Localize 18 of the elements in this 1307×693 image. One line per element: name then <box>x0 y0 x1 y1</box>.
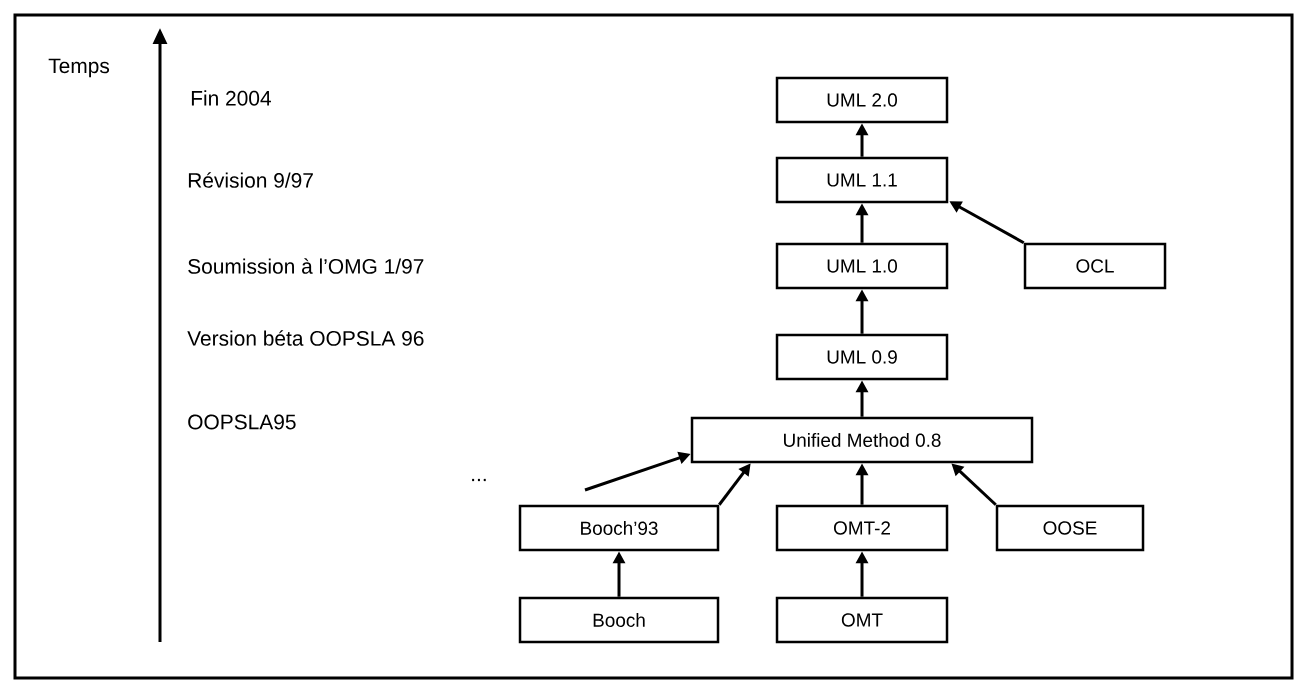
process-box: Unified Method 0.8 <box>690 416 1034 464</box>
process-box: OOSE <box>995 504 1145 552</box>
process-box: Booch’93 <box>518 504 720 552</box>
timeline-label: ... <box>472 478 486 482</box>
timeline-label: OOPSLA95 <box>188 414 296 430</box>
timeline-label: Version béta OOPSLA 96 <box>187 330 424 346</box>
process-box: OMT-2 <box>775 504 949 552</box>
timeline-label: Soumission à l’OMG 1/97 <box>188 258 424 274</box>
process-box: Booch <box>518 596 720 644</box>
timeline-label: Temps <box>48 58 110 78</box>
process-box: UML 0.9 <box>775 333 949 381</box>
process-box: OMT <box>775 596 949 644</box>
process-box: UML 1.1 <box>775 156 949 204</box>
timeline-label: Révision 9/97 <box>188 172 313 188</box>
process-box: UML 1.0 <box>775 242 949 290</box>
process-box: UML 2.0 <box>775 76 949 124</box>
timeline-label: Fin 2004 <box>191 90 271 106</box>
process-box: OCL <box>1023 242 1167 290</box>
